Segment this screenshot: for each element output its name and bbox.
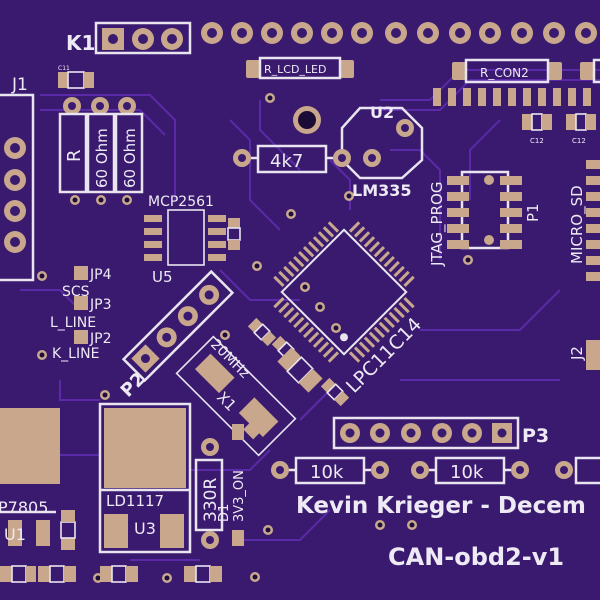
r-10k-b-label: 10k	[450, 462, 484, 483]
r-4k7-resistor	[233, 144, 351, 174]
r-lcd-led-resistor	[246, 56, 354, 80]
r-con2-resistor	[452, 58, 600, 84]
r-10k-b-resistor	[411, 456, 600, 485]
k-line-label: K_LINE	[52, 346, 99, 362]
scs-label: SCS	[62, 284, 90, 300]
ld1117-regulator	[98, 402, 192, 554]
u2-label: U2	[370, 103, 394, 122]
r-60ohm-a-label: 60 Ohm	[93, 128, 111, 188]
r-4k7-label: 4k7	[270, 151, 303, 172]
j2-label: J2	[568, 346, 586, 361]
micro-sd-socket	[586, 160, 600, 370]
k1-header	[94, 21, 192, 55]
r-10k-a-label: 10k	[310, 462, 344, 483]
u2-lm335-package	[340, 106, 424, 180]
r-label: R	[64, 149, 85, 162]
jumper-pads	[74, 266, 88, 344]
j1-connector	[0, 93, 35, 282]
l-line-label: L_LINE	[50, 315, 96, 331]
jp2-label: JP2	[89, 331, 111, 347]
p1-label: P1	[524, 203, 542, 222]
author-text: Kevin Krieger - Decem	[296, 493, 586, 519]
x1-label: X1	[213, 388, 240, 415]
smd-pad-row	[433, 88, 591, 106]
p7805-regulator	[0, 408, 60, 546]
jtag-prog-label: JTAG_PROG	[428, 182, 447, 267]
d1-label: D1	[217, 504, 232, 522]
u1-label: U1	[4, 525, 26, 544]
termination-resistors	[58, 97, 144, 194]
c12-label-b: C12	[572, 137, 586, 145]
top-pin-row	[201, 22, 597, 44]
p7805-label: P7805	[0, 498, 48, 517]
jtag-prog-header	[447, 170, 522, 250]
lm335-label: LM335	[352, 181, 412, 200]
r-330-resistor	[194, 438, 224, 549]
x1-load-caps	[243, 347, 323, 440]
mcp2561-package	[144, 209, 241, 266]
bottom-capacitors	[0, 510, 222, 583]
r-330-label: 330R	[201, 478, 221, 522]
board-name-text: CAN-obd2-v1	[388, 543, 564, 571]
p3-label: P3	[522, 425, 549, 447]
r-con2-label: R_CON2	[480, 66, 529, 80]
mcp2561-label: MCP2561	[148, 194, 214, 210]
jp3-label: JP3	[89, 297, 111, 313]
p3-header	[332, 416, 520, 450]
lpc11c14-package	[273, 221, 415, 363]
r-10k-a-resistor	[271, 456, 389, 485]
c11-capacitor	[58, 71, 94, 89]
d1-led	[232, 424, 244, 546]
vias	[37, 93, 473, 583]
u5-label: U5	[152, 268, 173, 286]
jp4-label: JP4	[89, 267, 112, 283]
r-60ohm-b-label: 60 Ohm	[121, 128, 139, 188]
u3-label: U3	[134, 519, 156, 538]
c12-capacitors	[522, 113, 596, 131]
r-lcd-led-label: R_LCD_LED	[264, 63, 326, 76]
j1-label: J1	[11, 75, 28, 95]
c12-label-a: C12	[530, 137, 544, 145]
c11-label: C11	[58, 65, 70, 72]
mounting-hole	[293, 106, 321, 134]
ld1117-label: LD1117	[106, 492, 164, 510]
p2-label: P2	[117, 369, 150, 402]
micro-sd-label: MICRO_SD	[568, 185, 587, 264]
k1-label: K1	[66, 31, 95, 55]
v3-on-label: 3V3_ON	[232, 470, 247, 522]
